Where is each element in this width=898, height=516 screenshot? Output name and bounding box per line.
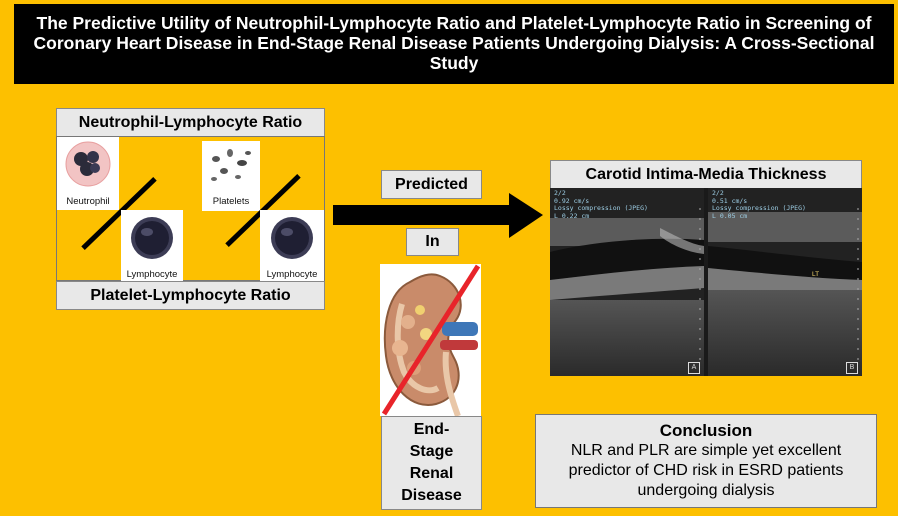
- panel-a-readout-1: 2/2: [554, 189, 566, 197]
- panel-b-readout-2: 0.51 cm/s: [712, 196, 748, 205]
- cimt-text: Carotid Intima-Media Thickness: [585, 166, 827, 183]
- plr-label-text: Platelet-Lymphocyte Ratio: [90, 287, 291, 304]
- panel-b-marker: LT: [812, 271, 820, 278]
- nlr-label: Neutrophil-Lymphocyte Ratio: [56, 108, 325, 137]
- ultrasound-scan-icon: [550, 188, 862, 376]
- lymphocyte-cell-1: Lymphocyte: [121, 210, 183, 281]
- neutrophil-cell: Neutrophil: [57, 137, 119, 210]
- panel-a-readout-3: Lossy compression (JPEG): [554, 204, 648, 212]
- panel-b-letter-text: B: [849, 364, 855, 371]
- in-text: In: [425, 233, 440, 250]
- conclusion-box: Conclusion NLR and PLR are simple yet ex…: [535, 414, 877, 508]
- title-banner: The Predictive Utility of Neutrophil-Lym…: [14, 4, 894, 84]
- lymphocyte-text-2: Lymphocyte: [266, 269, 318, 280]
- plr-label: Platelet-Lymphocyte Ratio: [56, 281, 325, 310]
- kidney-image: [380, 264, 481, 416]
- panel-b-readout-3: Lossy compression (JPEG): [712, 204, 806, 212]
- conclusion-heading: Conclusion: [659, 421, 753, 440]
- ultrasound-image: 2/2 0.92 cm/s Lossy compression (JPEG) L…: [550, 188, 862, 376]
- lymphocyte-cell-2: Lymphocyte: [260, 210, 324, 281]
- neutrophil-text: Neutrophil: [66, 196, 110, 207]
- platelets-cell: Platelets: [202, 141, 260, 211]
- platelets-icon: [211, 149, 251, 181]
- esrd-line-4: Disease: [401, 487, 462, 504]
- lymphocyte-icon: [271, 217, 313, 259]
- panel-a-letter: A: [688, 362, 700, 374]
- panel-a-readout-4: L 0.22 cm: [554, 211, 590, 220]
- panel-b-letter: B: [846, 362, 858, 374]
- arrow-right-icon: [333, 193, 543, 238]
- kidney-icon: [383, 273, 478, 416]
- panel-b-readout: 2/2 0.51 cm/s Lossy compression (JPEG) L…: [712, 189, 806, 220]
- panel-a-readout-2: 0.92 cm/s: [554, 196, 590, 205]
- lymphocyte-icon: [131, 217, 173, 259]
- ratio-panel: Neutrophil Lymphocyte Platelets: [56, 136, 325, 281]
- in-label: In: [406, 228, 459, 256]
- nlr-label-text: Neutrophil-Lymphocyte Ratio: [78, 114, 303, 131]
- esrd-line-1: End-: [413, 421, 450, 438]
- predicted-text: Predicted: [395, 176, 468, 193]
- red-slash-icon: [381, 264, 481, 416]
- cimt-label: Carotid Intima-Media Thickness: [550, 160, 862, 189]
- esrd-label: End- Stage Renal Disease: [381, 416, 482, 510]
- predicted-label: Predicted: [381, 170, 482, 199]
- page-title: The Predictive Utility of Neutrophil-Lym…: [33, 13, 875, 73]
- panel-a-letter-text: A: [691, 364, 697, 371]
- panel-b-readout-4: L 0.05 cm: [712, 211, 748, 220]
- panel-b-readout-1: 2/2: [712, 189, 724, 197]
- esrd-line-2: Stage: [409, 443, 454, 460]
- neutrophil-icon: [65, 141, 111, 187]
- platelets-text: Platelets: [212, 196, 250, 207]
- esrd-line-3: Renal: [409, 465, 454, 482]
- conclusion-text: NLR and PLR are simple yet excellent pre…: [568, 442, 844, 499]
- panel-a-readout: 2/2 0.92 cm/s Lossy compression (JPEG) L…: [554, 189, 648, 220]
- lymphocyte-text-1: Lymphocyte: [126, 269, 178, 280]
